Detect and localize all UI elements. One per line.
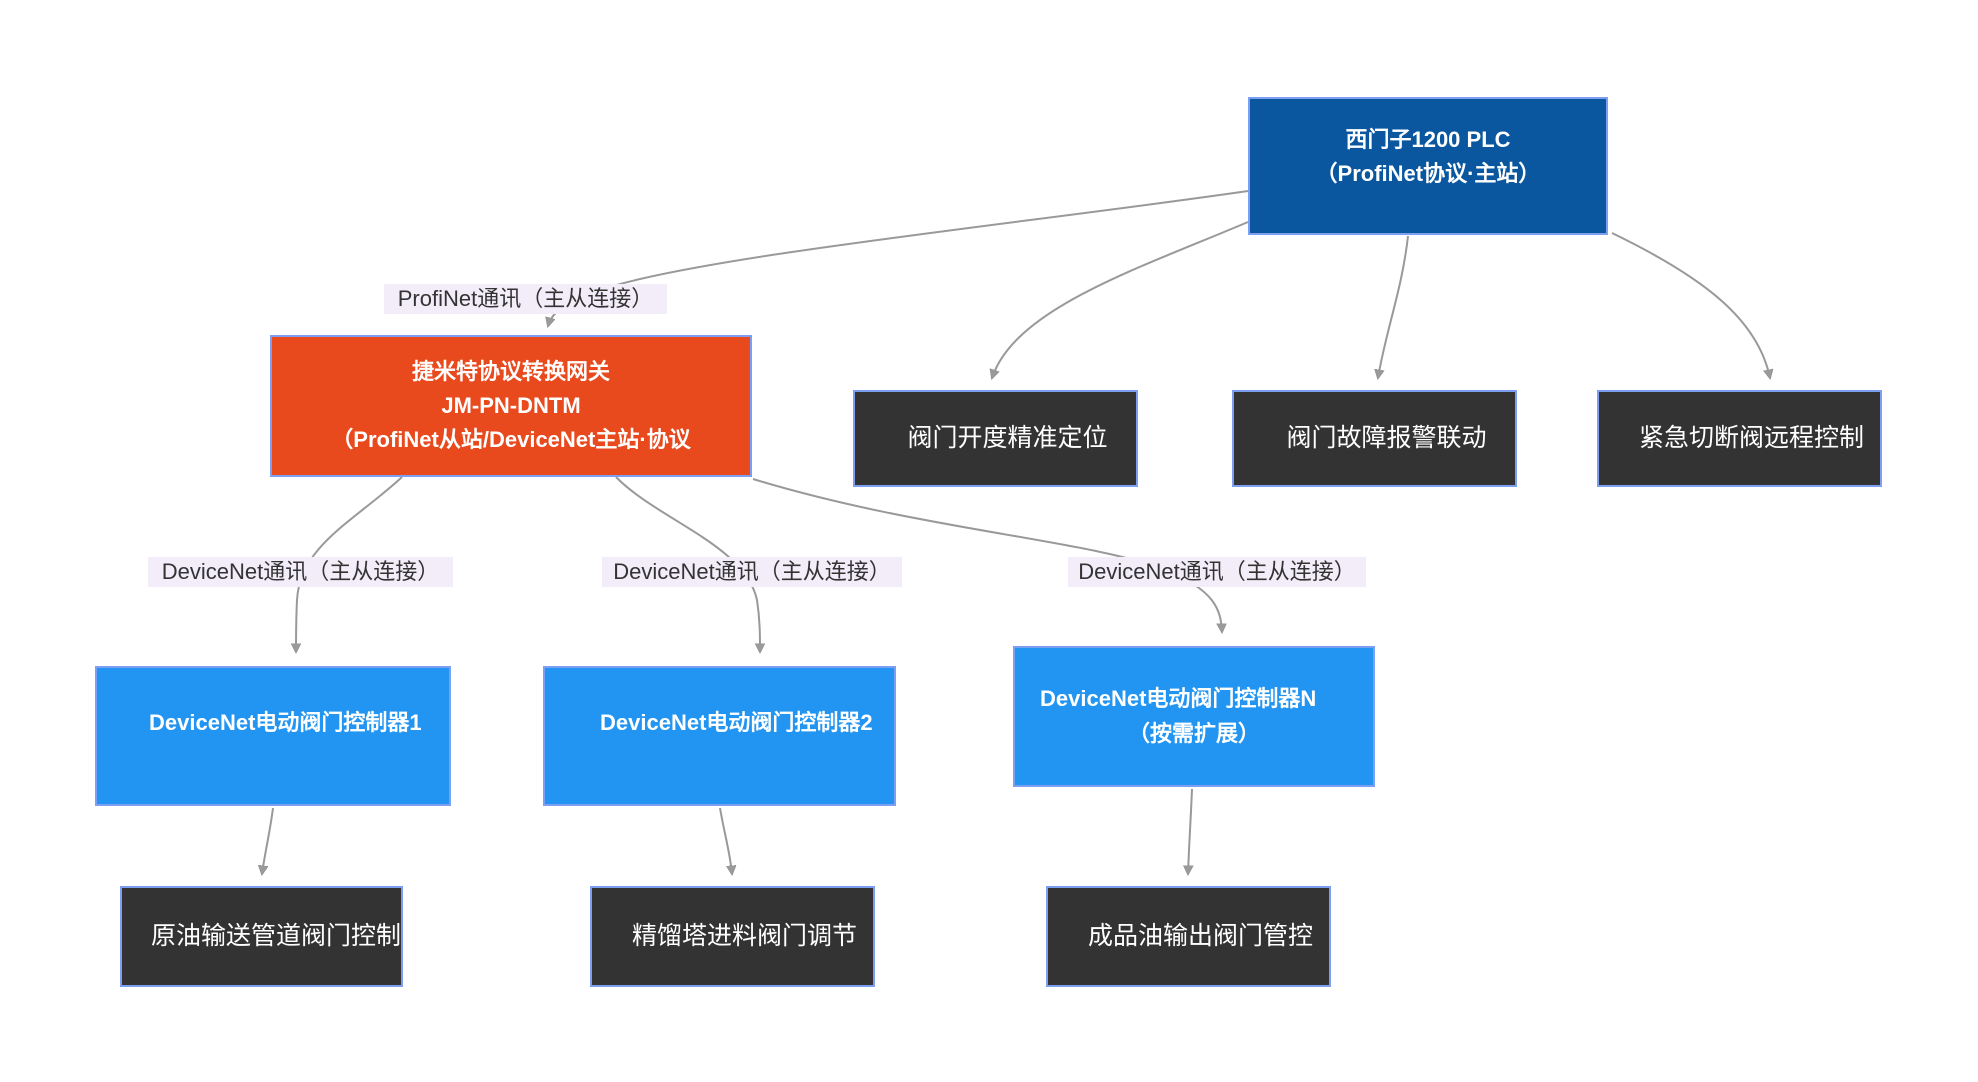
node-app-distill: 精馏塔进料阀门调节 (590, 886, 875, 987)
node-feature-emergency-label: 紧急切断阀远程控制 (1638, 424, 1864, 453)
edge-controllerN-app3 (1188, 788, 1192, 874)
node-feature-alarm: 阀门故障报警联动 (1232, 390, 1517, 487)
edge-gateway-controllerN (752, 478, 1222, 632)
node-controller-1: DeviceNet电动阀门控制器1 (95, 666, 451, 806)
node-feature-positioning-label: 阀门开度精准定位 (907, 424, 1108, 453)
node-controller-2: DeviceNet电动阀门控制器2 (543, 666, 896, 806)
node-app-product: 成品油输出阀门管控 (1046, 886, 1331, 987)
node-controller-n-line2: （按需扩展） (1127, 720, 1260, 746)
edge-label-profinet: ProfiNet通讯（主从连接） (384, 284, 667, 314)
node-feature-emergency: 紧急切断阀远程控制 (1597, 390, 1882, 487)
node-controller-n: DeviceNet电动阀门控制器N （按需扩展） (1013, 646, 1375, 787)
node-feature-alarm-label: 阀门故障报警联动 (1286, 424, 1487, 453)
node-gateway: 捷米特协议转换网关 JM-PN-DNTM （ProfiNet从站/DeviceN… (270, 335, 752, 477)
node-plc: 西门子1200 PLC （ProfiNet协议·主站） (1248, 97, 1608, 235)
node-app-product-label: 成品油输出阀门管控 (1087, 922, 1313, 951)
node-controller-n-line1: DeviceNet电动阀门控制器N (1040, 686, 1317, 712)
node-feature-positioning: 阀门开度精准定位 (853, 390, 1138, 487)
edge-plc-feature2 (1378, 235, 1409, 378)
node-app-crude-label: 原油输送管道阀门控制 (151, 922, 402, 951)
edge-label-devicenet-3: DeviceNet通讯（主从连接） (1068, 557, 1366, 587)
edge-controller1-app1 (262, 807, 274, 874)
edge-controller2-app2 (719, 807, 732, 874)
node-controller-2-label: DeviceNet电动阀门控制器2 (600, 710, 873, 735)
node-plc-line1: 西门子1200 PLC (1345, 126, 1511, 152)
node-app-crude: 原油输送管道阀门控制 (120, 886, 403, 987)
node-gateway-line3: （ProfiNet从站/DeviceNet主站·协议 (331, 427, 691, 453)
edge-label-devicenet-1: DeviceNet通讯（主从连接） (148, 557, 453, 587)
node-gateway-line1: 捷米特协议转换网关 (411, 358, 610, 384)
edge-plc-feature3 (1611, 232, 1770, 378)
node-plc-line2: （ProfiNet协议·主站） (1315, 161, 1541, 186)
node-app-distill-label: 精馏塔进料阀门调节 (631, 922, 857, 951)
edge-plc-feature1 (992, 221, 1249, 378)
edge-label-devicenet-2: DeviceNet通讯（主从连接） (602, 557, 902, 587)
node-gateway-line2: JM-PN-DNTM (441, 392, 581, 418)
node-controller-1-label: DeviceNet电动阀门控制器1 (149, 710, 422, 735)
